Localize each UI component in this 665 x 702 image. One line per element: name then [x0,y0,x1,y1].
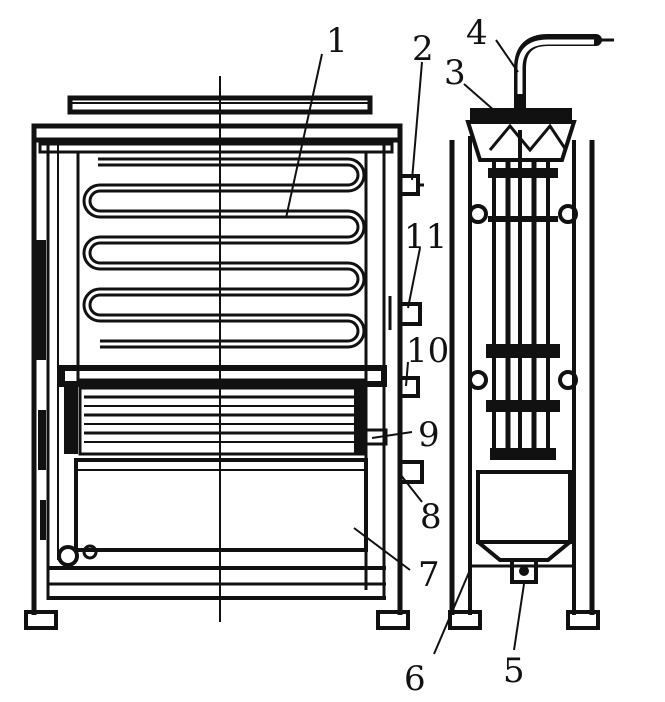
side-fitting-10 [398,376,420,398]
callout-2: 2 [412,29,434,69]
callout-6: 6 [404,659,426,699]
callout-10: 10 [406,331,449,371]
side-view [448,34,614,630]
callout-11: 11 [404,217,447,257]
top-frame-beam [31,123,403,143]
top-cover-plate [470,108,572,120]
left-leg [24,126,59,630]
callout-4: 4 [466,13,488,53]
side-left-leg [448,136,482,630]
side-right-foot [566,610,600,630]
callout-8: 8 [420,497,442,537]
side-fitting-8 [398,460,424,484]
side-fitting-11 [388,296,422,330]
callout-5: 5 [503,651,525,691]
leader-lines [285,39,525,655]
side-fitting-9 [362,428,388,446]
vertical-tube-bundle [468,130,578,460]
callout-3: 3 [444,53,466,93]
side-drain-valve [510,558,538,584]
lower-tube-bank [78,386,366,456]
callout-1: 1 [326,21,348,61]
callout-9: 9 [418,415,440,455]
callout-labels: 1 2 3 4 5 6 7 8 9 10 11 [326,13,525,699]
callout-7: 7 [418,555,440,595]
drain-valve [57,545,79,567]
side-left-foot [448,610,482,630]
mid-support-beam [59,365,387,387]
front-view [24,76,424,630]
left-foot [24,610,58,630]
right-foot [376,610,410,630]
side-fitting-2 [398,174,424,196]
side-lower-tank [476,470,572,544]
